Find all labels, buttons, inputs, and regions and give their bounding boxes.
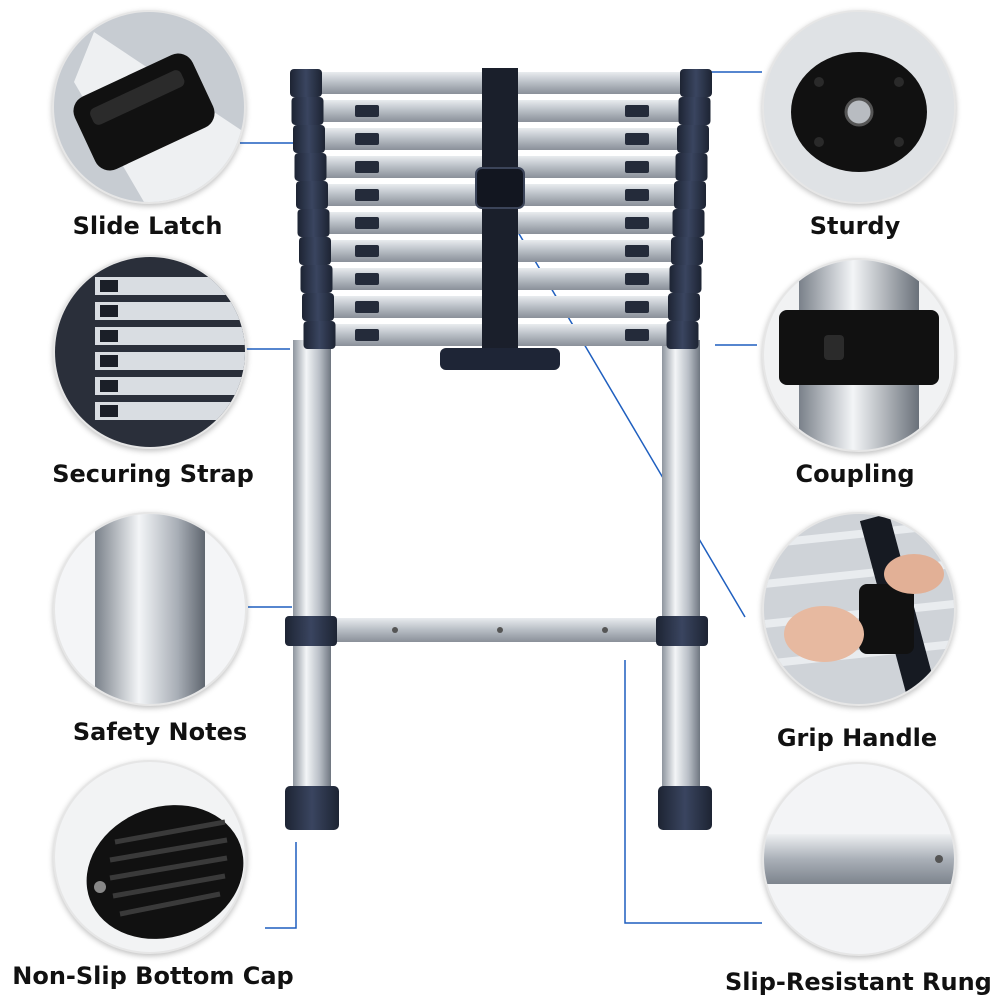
slide-latch-part — [355, 301, 379, 313]
label-non-slip-bottom-cap: Non-Slip Bottom Cap — [12, 962, 294, 990]
rung-end-cap — [293, 125, 325, 153]
slide-latch-part — [355, 245, 379, 257]
slide-latch-part — [625, 245, 649, 257]
lower-rung — [285, 616, 708, 646]
slide-latch-part — [625, 329, 649, 341]
label-slip-resistant-rung: Slip-Resistant Rung — [725, 968, 992, 996]
non-slip-bottom-cap-detail-image — [53, 760, 247, 954]
securing-strap-part — [475, 68, 525, 348]
rung-end-cap — [294, 153, 327, 181]
slide-latch-part — [625, 189, 649, 201]
rung-end-cap — [677, 125, 709, 153]
slide-latch-part — [625, 105, 649, 117]
slide-latch-part — [625, 273, 649, 285]
rung-end-cap — [290, 69, 322, 97]
rung-end-cap — [297, 209, 330, 237]
safety-notes-detail-image — [53, 512, 247, 706]
rung-end-cap — [671, 237, 703, 265]
rung-end-cap — [680, 69, 712, 97]
slide-latch-part — [355, 105, 379, 117]
rung-end-cap — [302, 293, 334, 321]
slide-latch-part — [355, 273, 379, 285]
securing-strap-detail-image — [53, 255, 247, 449]
label-coupling: Coupling — [795, 460, 915, 488]
ladder-legs — [293, 340, 700, 795]
rung-end-cap — [674, 181, 706, 209]
rung-end-cap — [299, 237, 331, 265]
grip-handle-detail-image — [762, 512, 956, 706]
label-securing-strap: Securing Strap — [52, 460, 254, 488]
slide-latch-part — [355, 217, 379, 229]
slide-latch-part — [355, 161, 379, 173]
slide-latch-part — [355, 133, 379, 145]
coupling-detail-image — [762, 258, 956, 452]
rung-end-cap — [666, 321, 699, 349]
rung-end-cap — [296, 181, 328, 209]
rung-end-cap — [672, 209, 705, 237]
rung-end-cap — [303, 321, 336, 349]
slide-latch-part — [355, 189, 379, 201]
rung-end-cap — [300, 265, 333, 293]
rung-end-cap — [675, 153, 708, 181]
slide-latch-part — [625, 161, 649, 173]
slide-latch-part — [355, 329, 379, 341]
rung-end-cap — [678, 97, 711, 125]
slide-latch-part — [625, 301, 649, 313]
label-safety-notes: Safety Notes — [72, 718, 248, 746]
label-sturdy: Sturdy — [809, 212, 901, 240]
slide-latch-part — [625, 133, 649, 145]
grip-handle-part — [440, 348, 560, 370]
label-slide-latch: Slide Latch — [72, 212, 223, 240]
bottom-caps — [285, 786, 712, 830]
sturdy-detail-image — [762, 10, 956, 204]
rung-stack — [290, 69, 712, 349]
label-grip-handle: Grip Handle — [776, 724, 938, 752]
slide-latch-detail-image — [52, 10, 246, 204]
rung-end-cap — [291, 97, 324, 125]
slide-latch-part — [625, 217, 649, 229]
slip-resistant-rung-detail-image — [762, 762, 956, 956]
rung-end-cap — [669, 265, 702, 293]
rung-end-cap — [668, 293, 700, 321]
